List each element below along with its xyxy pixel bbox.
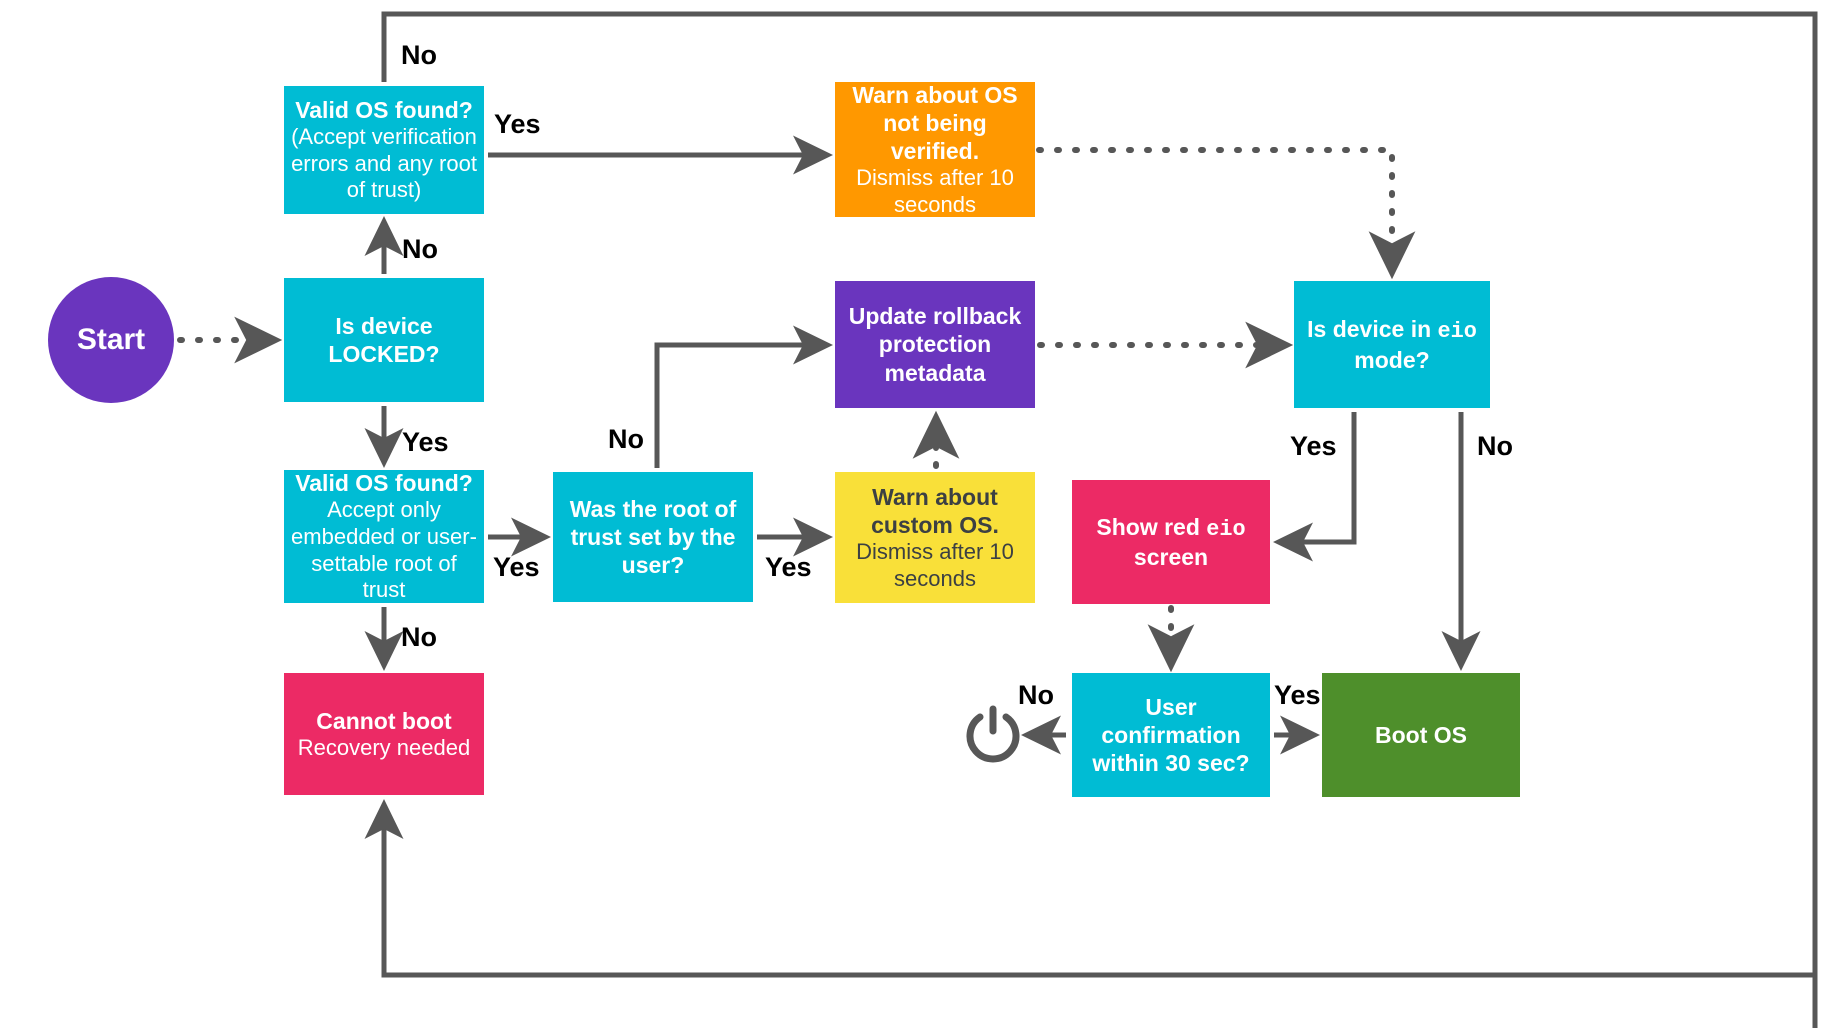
node-subtitle: Recovery needed: [297, 734, 471, 760]
node-title: Is device in eio mode?: [1307, 316, 1477, 373]
node-title: Show red eio screen: [1096, 513, 1246, 571]
action-warn-os-not-verified[interactable]: Warn about OS not being verified.Dismiss…: [835, 82, 1035, 217]
node-subtitle: (Accept verification errors and any root…: [291, 123, 477, 203]
decision-device-in-eio-mode[interactable]: Is device in eio mode?: [1294, 281, 1490, 408]
edge-root-of-trust-no: [654, 325, 834, 468]
terminal-boot-os[interactable]: Boot OS: [1322, 673, 1520, 797]
edge-label-no-device-locked: No: [402, 234, 438, 264]
node-title: Boot OS: [1375, 721, 1467, 748]
node-title: Warn about OS not being verified.: [852, 81, 1018, 164]
mono-term: eio: [1206, 516, 1246, 542]
mono-term: eio: [1437, 319, 1477, 345]
power-off-icon: [966, 705, 1020, 763]
edge-label-yes-eio-mode: Yes: [1290, 431, 1337, 461]
edge-label-yes-device-locked: Yes: [402, 427, 449, 457]
decision-device-locked[interactable]: Is device LOCKED?: [284, 278, 484, 402]
decision-valid-os-locked[interactable]: Valid OS found?Accept only embedded or u…: [284, 470, 484, 603]
decision-user-confirmation[interactable]: User confirmation within 30 sec?: [1072, 673, 1270, 797]
node-title: Start: [76, 322, 146, 356]
node-title: Cannot boot: [316, 707, 452, 734]
node-subtitle: Accept only embedded or user-settable ro…: [291, 496, 477, 603]
edge-label-yes-valid-os-to-rot: Yes: [493, 552, 540, 582]
edge-label-no-top-return: No: [401, 40, 437, 70]
node-subtitle: Dismiss after 10 seconds: [856, 164, 1014, 217]
edge-warn-not-verified-to-eio: [1036, 147, 1416, 280]
node-title: Valid OS found?: [295, 469, 473, 496]
edge-bottom-return-to-cannot-boot: [364, 798, 1815, 978]
decision-valid-os-unlocked[interactable]: Valid OS found?(Accept verification erro…: [284, 86, 484, 214]
start-node[interactable]: Start: [48, 277, 174, 403]
action-warn-custom-os[interactable]: Warn about custom OS.Dismiss after 10 se…: [835, 472, 1035, 603]
node-title: Warn about custom OS.: [871, 483, 999, 538]
node-subtitle: Dismiss after 10 seconds: [856, 538, 1014, 591]
edge-label-yes-root-of-trust: Yes: [765, 552, 812, 582]
action-update-rollback-metadata[interactable]: Update rollback protection metadata: [835, 281, 1035, 408]
node-title: Update rollback protection metadata: [848, 303, 1022, 386]
node-title: Is device LOCKED?: [328, 312, 440, 367]
node-title: Valid OS found?: [295, 96, 473, 123]
action-show-red-eio-screen[interactable]: Show red eio screen: [1072, 480, 1270, 604]
edge-label-yes-valid-os-unlocked: Yes: [494, 109, 541, 139]
edge-valid-os-unlocked-no-top-return: [381, 11, 1818, 1028]
decision-root-of-trust-user[interactable]: Was the root of trust set by the user?: [553, 472, 753, 602]
edge-label-no-valid-os-locked: No: [401, 622, 437, 652]
edge-label-no-user-confirmation: No: [1018, 680, 1054, 710]
edge-label-yes-user-confirmation: Yes: [1274, 680, 1321, 710]
node-title: User confirmation within 30 sec?: [1092, 693, 1250, 777]
edge-label-no-root-of-trust: No: [608, 424, 644, 454]
edge-label-no-eio-mode: No: [1477, 431, 1513, 461]
edge-eio-yes: [1272, 412, 1357, 562]
node-title: Was the root of trust set by the user?: [569, 495, 737, 579]
